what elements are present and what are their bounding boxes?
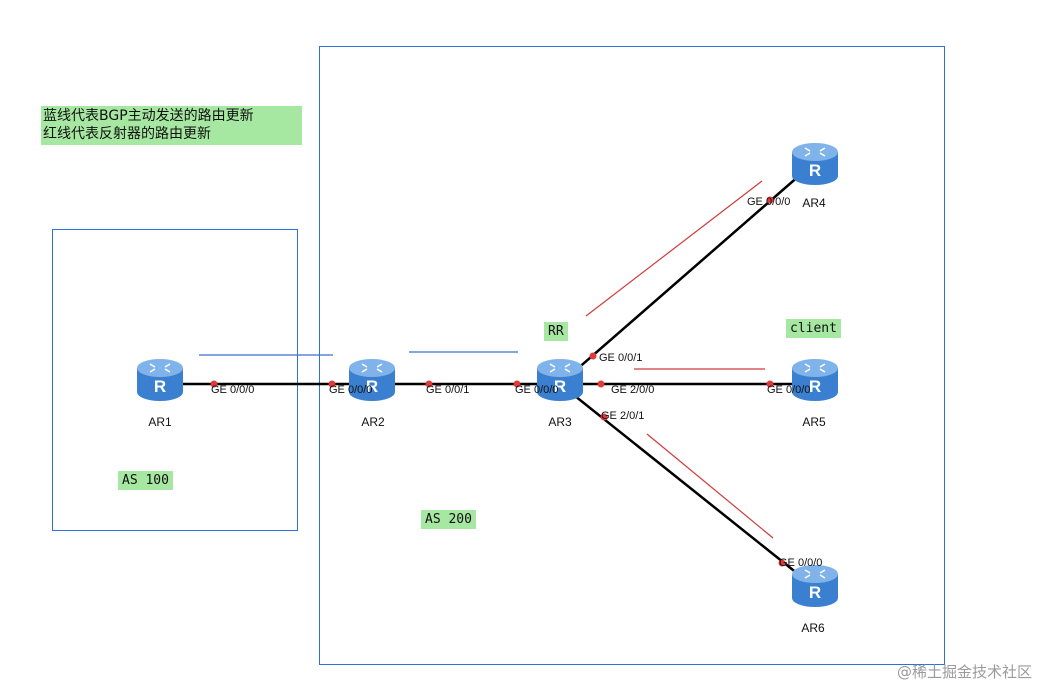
router-name-ar3: AR3	[548, 415, 572, 429]
router-icon-ar4[interactable]: R	[790, 140, 840, 188]
router-name-ar4: AR4	[802, 196, 826, 210]
watermark: @稀土掘金技术社区	[896, 663, 1032, 681]
legend: 蓝线代表BGP主动发送的路由更新 红线代表反射器的路由更新	[41, 106, 302, 145]
iface-label-ar3-ge000: GE 0/0/0	[515, 384, 559, 396]
svg-text:R: R	[554, 377, 566, 396]
svg-text:R: R	[154, 377, 166, 396]
port-ar3-ge001	[589, 352, 597, 360]
port-ar1-ge000	[210, 380, 218, 388]
as200-tag: AS 200	[421, 510, 476, 529]
port-ar2-ge001	[425, 380, 433, 388]
port-ar2-ge000	[328, 380, 336, 388]
reflector-update-ar6	[646, 433, 774, 539]
router-icon-ar5[interactable]: R	[790, 356, 840, 404]
router-name-ar5: AR5	[802, 415, 826, 429]
svg-text:R: R	[366, 377, 378, 396]
client-tag: client	[786, 319, 841, 338]
legend-blue-line-text: 蓝线代表BGP主动发送的路由更新	[43, 108, 254, 124]
router-icon-ar1[interactable]: R	[135, 356, 185, 404]
router-name-ar6: AR6	[801, 621, 825, 635]
router-name-ar1: AR1	[148, 415, 172, 429]
router-icon-ar3[interactable]: R	[535, 356, 585, 404]
iface-label-ar3-ge201: GE 2/0/1	[601, 410, 645, 422]
iface-label-ar2-ge000: GE 0/0/0	[329, 384, 373, 396]
iface-label-ar5-ge000: GE 0/0/0	[767, 384, 811, 396]
as100-tag: AS 100	[118, 471, 173, 490]
svg-text:R: R	[809, 161, 821, 180]
port-ar6-ge000	[778, 559, 786, 567]
port-ar3-ge201	[600, 413, 608, 421]
as100-boundary	[52, 229, 298, 531]
iface-label-ar2-ge001: GE 0/0/1	[426, 384, 470, 396]
port-ar5-ge000	[766, 380, 774, 388]
iface-label-ar3-ge200: GE 2/0/0	[611, 384, 655, 396]
svg-text:R: R	[809, 583, 821, 602]
link-ar3-ar4	[559, 167, 809, 385]
iface-label-ar4-ge000: GE 0/0/0	[747, 196, 791, 208]
port-ar4-ge000	[766, 196, 774, 204]
iface-label-ar6-ge000: GE 0/0/0	[779, 557, 823, 569]
port-ar3-ge200	[597, 380, 605, 388]
rr-tag: RR	[544, 322, 568, 341]
iface-label-ar3-ge001: GE 0/0/1	[599, 352, 643, 364]
legend-red-line-text: 红线代表反射器的路由更新	[43, 126, 211, 142]
reflector-update-ar4	[585, 180, 763, 317]
router-icon-ar6[interactable]: R	[790, 562, 840, 610]
router-icon-ar2[interactable]: R	[347, 356, 397, 404]
link-ar3-ar6	[559, 383, 809, 583]
port-ar3-ge000	[513, 380, 521, 388]
iface-label-ar1-ge000: GE 0/0/0	[211, 384, 255, 396]
router-name-ar2: AR2	[361, 415, 385, 429]
svg-text:R: R	[809, 377, 821, 396]
